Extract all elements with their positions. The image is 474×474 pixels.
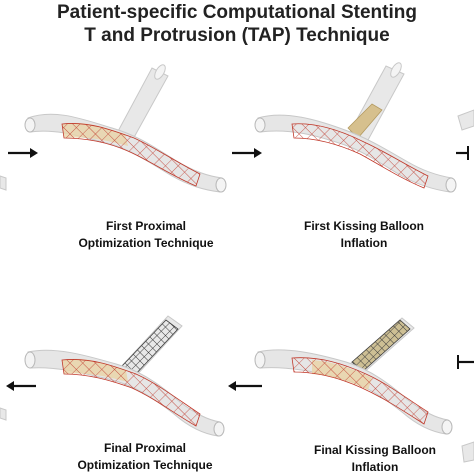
caption-first-pot-line-2: Optimization Technique xyxy=(78,236,214,250)
figure-title-line-2: T and Protrusion (TAP) Technique xyxy=(84,25,390,46)
arrow-right-icon xyxy=(8,148,38,158)
caption-first-kissing-balloon-line-2: Inflation xyxy=(340,236,388,250)
caption-final-kissing-balloon-line-2: Inflation xyxy=(351,460,399,474)
caption-final-pot: Final Proximal Optimization Technique xyxy=(62,440,228,474)
panel-first-kissing-balloon xyxy=(254,62,457,193)
caption-first-kissing-balloon-line-1: First Kissing Balloon xyxy=(303,219,424,233)
arrow-left-icon xyxy=(6,381,36,391)
arrow-right-icon xyxy=(232,148,262,158)
caption-first-pot-line-1: First Proximal xyxy=(105,219,187,233)
caption-first-kissing-balloon: First Kissing Balloon Inflation xyxy=(284,218,444,252)
partial-left-vessel xyxy=(0,175,7,191)
figure-title-line-1: Patient-specific Computational Stenting xyxy=(57,2,417,23)
main-stent xyxy=(61,123,201,187)
caption-final-pot-line-1: Final Proximal xyxy=(103,441,187,455)
arrow-right-icon xyxy=(456,146,469,160)
side-stent xyxy=(121,319,179,377)
caption-final-kissing-balloon: Final Kissing Balloon Inflation xyxy=(292,442,458,474)
arrow-left-icon xyxy=(228,381,262,391)
panel-final-pot xyxy=(24,315,225,437)
caption-final-pot-line-2: Optimization Technique xyxy=(77,458,213,472)
caption-final-kissing-balloon-line-1: Final Kissing Balloon xyxy=(313,443,436,457)
partial-left-vessel xyxy=(0,407,7,421)
main-stent xyxy=(61,359,201,427)
main-stent xyxy=(291,357,429,425)
arrow-left-icon xyxy=(457,355,474,369)
panel-final-kissing-balloon xyxy=(254,317,453,435)
partial-right-vessel xyxy=(461,441,474,463)
panel-first-pot xyxy=(24,64,227,193)
main-stent xyxy=(291,123,429,189)
partial-right-vessel xyxy=(457,109,474,131)
side-branch-vessel xyxy=(115,67,169,142)
caption-first-pot: First Proximal Optimization Technique xyxy=(66,218,226,252)
